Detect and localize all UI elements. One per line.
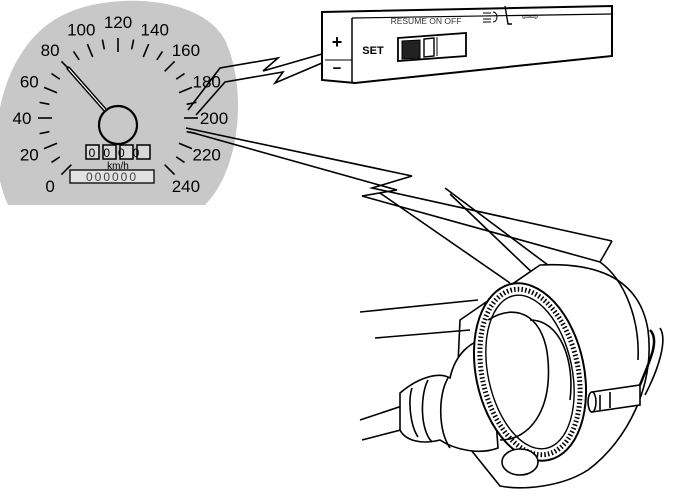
connector-sensor-to-speedometer [185,127,613,284]
speed-sensor [587,327,664,413]
dial-tick [130,39,135,50]
headlight-icon [483,11,498,23]
dial-tick-marks [38,38,198,176]
dial-tick [186,101,197,106]
trip-counter: 0000 [85,144,151,160]
dial-tick [60,164,72,176]
dial-tick [39,101,50,106]
dial-tick [175,156,185,164]
switch-header-label: RESUME ON OFF [391,16,462,26]
speed-scale-label: 240 [172,177,200,196]
odometer: 000000 [69,169,155,184]
switch-set-label: SET [362,45,384,57]
dial-tick [164,164,176,176]
speed-scale-label: 20 [20,146,39,165]
dial-tick [178,86,193,94]
wheel-speed-sensor-assembly [359,261,664,489]
switch-plus-label: + [332,32,343,52]
speed-scale-label: 100 [67,20,95,39]
cruise-control-switch: + − SET RESUME ON OFF ⇦⇨ [321,4,613,85]
speed-scale-label: 40 [13,109,32,128]
speed-unit-label: km/h [107,161,129,172]
dial-tick [175,72,185,80]
dial-tick [164,60,176,72]
dial-tick [43,86,58,94]
speed-scale-label: 180 [193,72,221,91]
connector-switch-to-speedometer [187,53,323,116]
speed-scale-label: 120 [104,13,132,32]
speed-scale-label: 60 [20,72,39,91]
speed-scale-label: 160 [172,41,200,60]
speed-scale-label: 140 [141,20,169,39]
speedometer-dial [0,0,238,205]
hub-flange [501,448,539,476]
switch-housing [321,4,613,85]
on-off-slide-switch [397,32,467,62]
speed-scale-label: 220 [193,146,221,165]
dial-tick [39,130,50,135]
dial-tick [156,51,164,61]
switch-minus-label: − [333,60,342,77]
turn-signal-arrows-icon: ⇦⇨ [522,12,539,23]
dial-tick [72,51,80,61]
odometer-digits: 000000 [86,170,138,184]
dial-tick [178,142,193,150]
speed-scale-label: 200 [200,109,228,128]
speed-scale-label: 80 [41,41,60,60]
needle-hub [97,104,139,146]
dial-tick [142,43,150,58]
dial-tick [51,156,61,164]
dial-tick [51,72,61,80]
dial-tick [86,43,94,58]
dial-tick [43,142,58,150]
trip-counter-digits: 0000 [89,146,148,160]
dial-tick [101,39,106,50]
speed-scale-label: 0 [45,177,54,196]
